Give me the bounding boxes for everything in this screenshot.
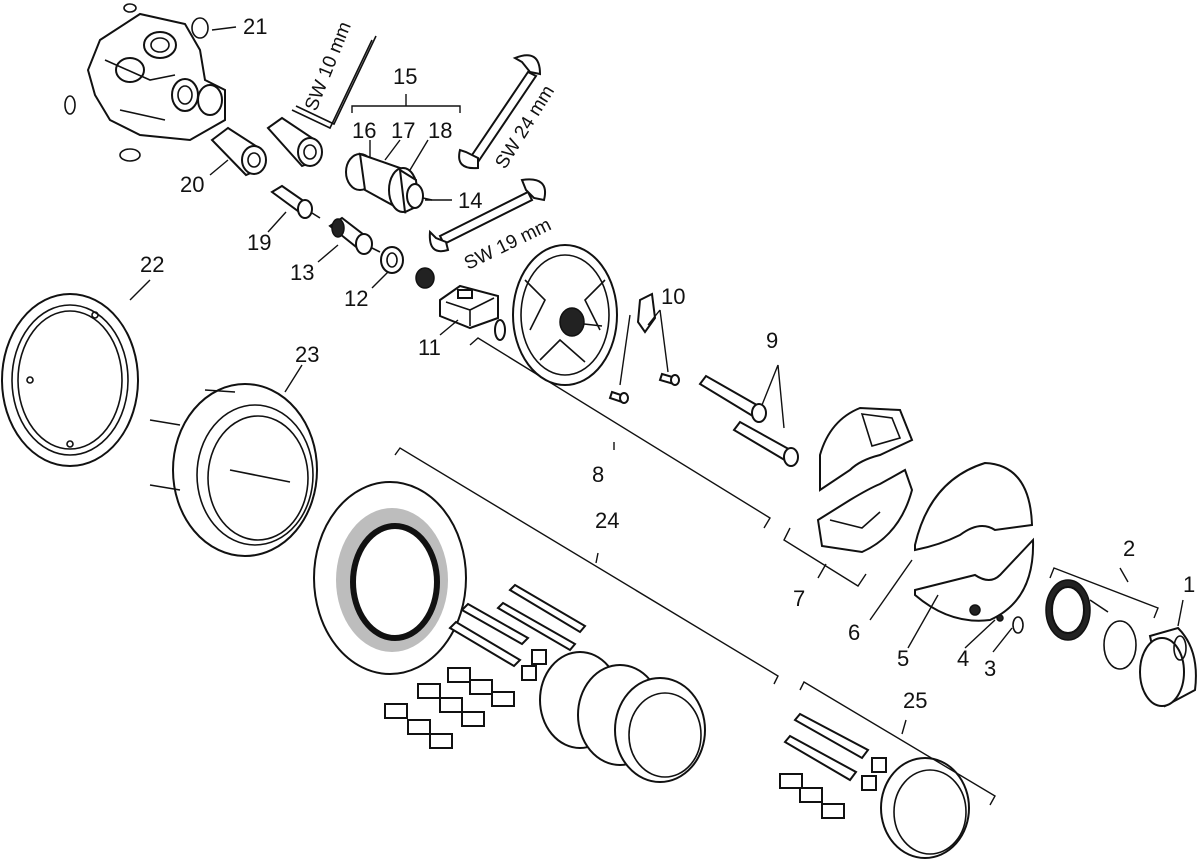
part-13-check-valve — [328, 216, 381, 255]
part-24-clips — [384, 667, 515, 749]
label-24: 24 — [595, 508, 619, 533]
tool-allen-key-10 — [291, 35, 377, 130]
part-19-check-valve — [270, 184, 321, 219]
label-1: 1 — [1183, 572, 1195, 597]
part-8-mounting-plate — [494, 244, 618, 386]
label-14: 14 — [458, 188, 482, 213]
label-7: 7 — [793, 586, 805, 611]
label-12: 12 — [344, 286, 368, 311]
part-24-screws-and-rods — [448, 583, 587, 681]
label-6: 6 — [848, 620, 860, 645]
label-22: 22 — [140, 252, 164, 277]
part-1-knob — [1139, 626, 1197, 708]
part-small-bushing — [415, 267, 435, 289]
part-25-set — [779, 712, 970, 859]
part-23-extension-ring — [149, 383, 318, 557]
label-19: 19 — [247, 230, 271, 255]
label-3: 3 — [984, 656, 996, 681]
part-14-thermostat-cartridge — [345, 152, 433, 214]
part-10-screws — [608, 292, 680, 404]
part-11-clip — [439, 284, 499, 330]
label-4: 4 — [957, 646, 969, 671]
part-24-sleeves — [539, 651, 706, 783]
part-2-adapter — [1045, 579, 1137, 670]
label-25: 25 — [903, 688, 927, 713]
part-number-labels: 21 15 16 17 18 14 20 19 13 12 22 11 10 2… — [140, 14, 1195, 713]
tool-label-sw10: SW 10 mm — [301, 19, 356, 114]
part-6-cover-plate — [914, 461, 1035, 622]
label-21: 21 — [243, 14, 267, 39]
label-20: 20 — [180, 172, 204, 197]
part-12-ring — [380, 246, 404, 274]
part-7-split-bracket — [816, 406, 914, 554]
part-22-frame-ring — [1, 293, 139, 467]
label-16: 16 — [352, 118, 376, 143]
part-20-check-valves — [210, 116, 323, 177]
part-24-wall-seal — [313, 481, 467, 675]
tool-wrench-19 — [428, 178, 546, 253]
part-4-ball — [996, 614, 1004, 622]
label-9: 9 — [766, 328, 778, 353]
tool-wrench-24 — [458, 54, 542, 170]
leader-lines — [129, 26, 1184, 806]
label-18: 18 — [428, 118, 452, 143]
label-17: 17 — [391, 118, 415, 143]
label-23: 23 — [295, 342, 319, 367]
label-13: 13 — [290, 260, 314, 285]
part-21-valve-body — [64, 3, 226, 162]
label-10: 10 — [661, 284, 685, 309]
label-2: 2 — [1123, 536, 1135, 561]
label-15: 15 — [393, 64, 417, 89]
part-3-ring — [1012, 616, 1024, 634]
label-11: 11 — [418, 335, 441, 360]
label-5: 5 — [897, 646, 909, 671]
part-9-long-screws — [698, 374, 799, 467]
label-8: 8 — [592, 462, 604, 487]
